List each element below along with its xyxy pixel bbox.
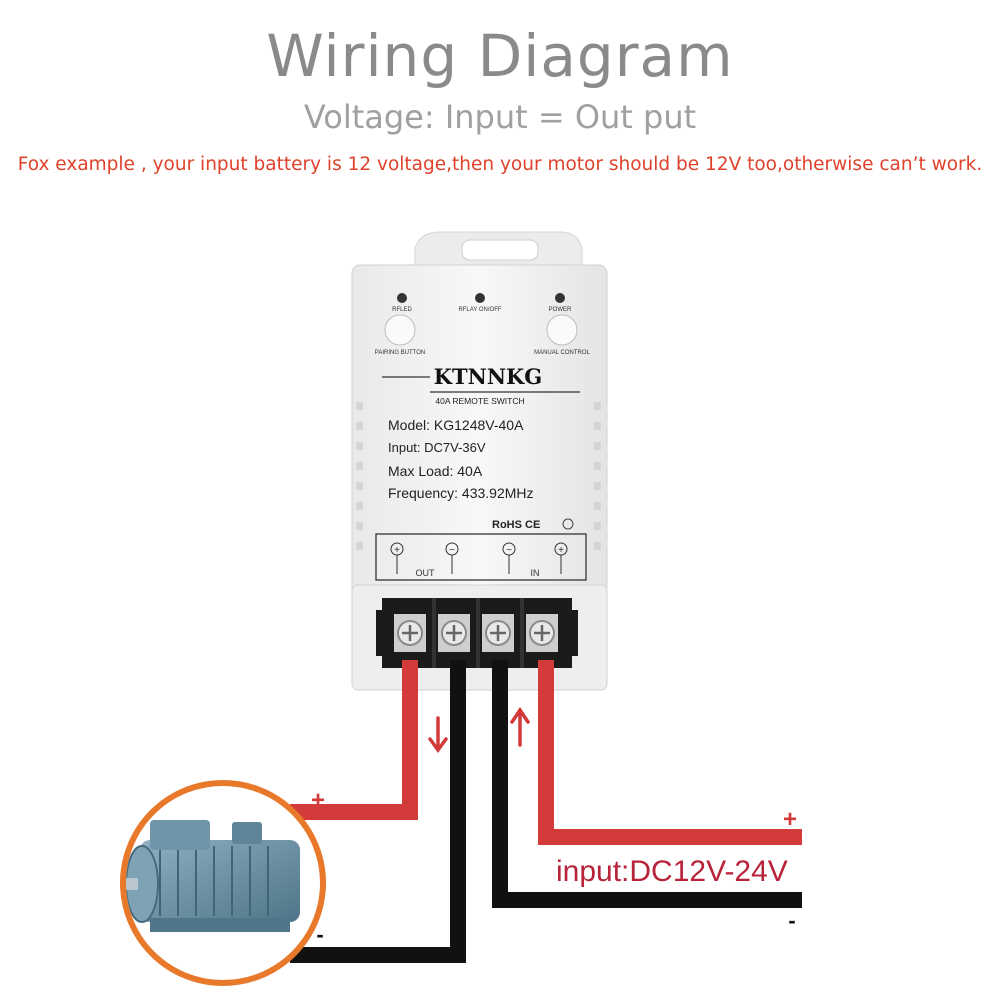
motor-feet (150, 918, 290, 932)
brand-logo: KTNNKG (434, 364, 542, 389)
terminal-mark-out-minus: − (449, 545, 455, 556)
cert-marks: RoHS CE (492, 519, 540, 531)
spec-input: Input: DC7V-36V (388, 440, 486, 455)
input-label-prefix: input: (556, 855, 629, 888)
screw-terminals (397, 620, 555, 646)
spec-frequency: Frequency: 433.92MHz (388, 485, 534, 501)
motor-body (140, 840, 300, 922)
terminal-symbols (390, 542, 568, 574)
terminal-mark-in-minus: − (506, 545, 512, 556)
power-led-label: POWER (549, 307, 572, 313)
mounting-hole (461, 239, 539, 261)
warning-note: Fox example , your input battery is 12 v… (17, 154, 983, 175)
pairing-button-label: PAIRING BUTTON (375, 350, 425, 356)
input-voltage-label: input:DC12V-24V (556, 855, 788, 888)
motor-minus-label: - (316, 922, 323, 947)
motor (120, 780, 326, 986)
spec-max-load: Max Load: 40A (388, 463, 483, 479)
spec-model: Model: KG1248V-40A (388, 417, 524, 433)
terminal-mark-in-plus: + (558, 545, 564, 556)
recycle-icon (562, 518, 574, 530)
power-led (555, 293, 565, 303)
manual-control-button[interactable] (546, 314, 578, 346)
wires (290, 660, 802, 963)
motor-terminal-box (150, 820, 210, 850)
input-positive-wire (538, 660, 802, 845)
input-plus-label: + (783, 806, 797, 833)
out-label: OUT (416, 568, 436, 578)
page-subtitle: Voltage: Input = Out put (303, 98, 697, 136)
relay-led-label: RFLAY ON/OFF (458, 307, 501, 313)
input-label-value: DC12V-24V (629, 855, 787, 888)
remote-switch-device: RFLED RFLAY ON/OFF POWER PAIRING BUTTON … (351, 231, 608, 691)
terminal-mark-out-plus: + (394, 545, 400, 556)
vent-slots (356, 402, 601, 550)
rf-led-label: RFLED (392, 307, 412, 313)
input-negative-wire (492, 660, 802, 908)
relay-led (475, 293, 485, 303)
page-title: Wiring Diagram (266, 22, 734, 90)
motor-lifting-eye (232, 822, 262, 844)
in-label: IN (531, 568, 540, 578)
motor-shaft (126, 878, 138, 890)
rf-led (397, 293, 407, 303)
manual-control-label: MANUAL CONTROL (534, 350, 590, 356)
arrow-up-icon (510, 706, 530, 747)
motor-end-shield (126, 845, 159, 923)
flow-arrows (428, 706, 530, 753)
motor-plus-label: + (311, 787, 325, 814)
arrow-down-icon (428, 716, 448, 753)
motor-positive-wire (290, 660, 418, 820)
motor-negative-wire (290, 660, 466, 963)
product-name: 40A REMOTE SWITCH (435, 396, 524, 406)
terminal-label-box (375, 533, 587, 581)
pairing-button[interactable] (384, 314, 416, 346)
input-minus-label: - (788, 908, 795, 933)
